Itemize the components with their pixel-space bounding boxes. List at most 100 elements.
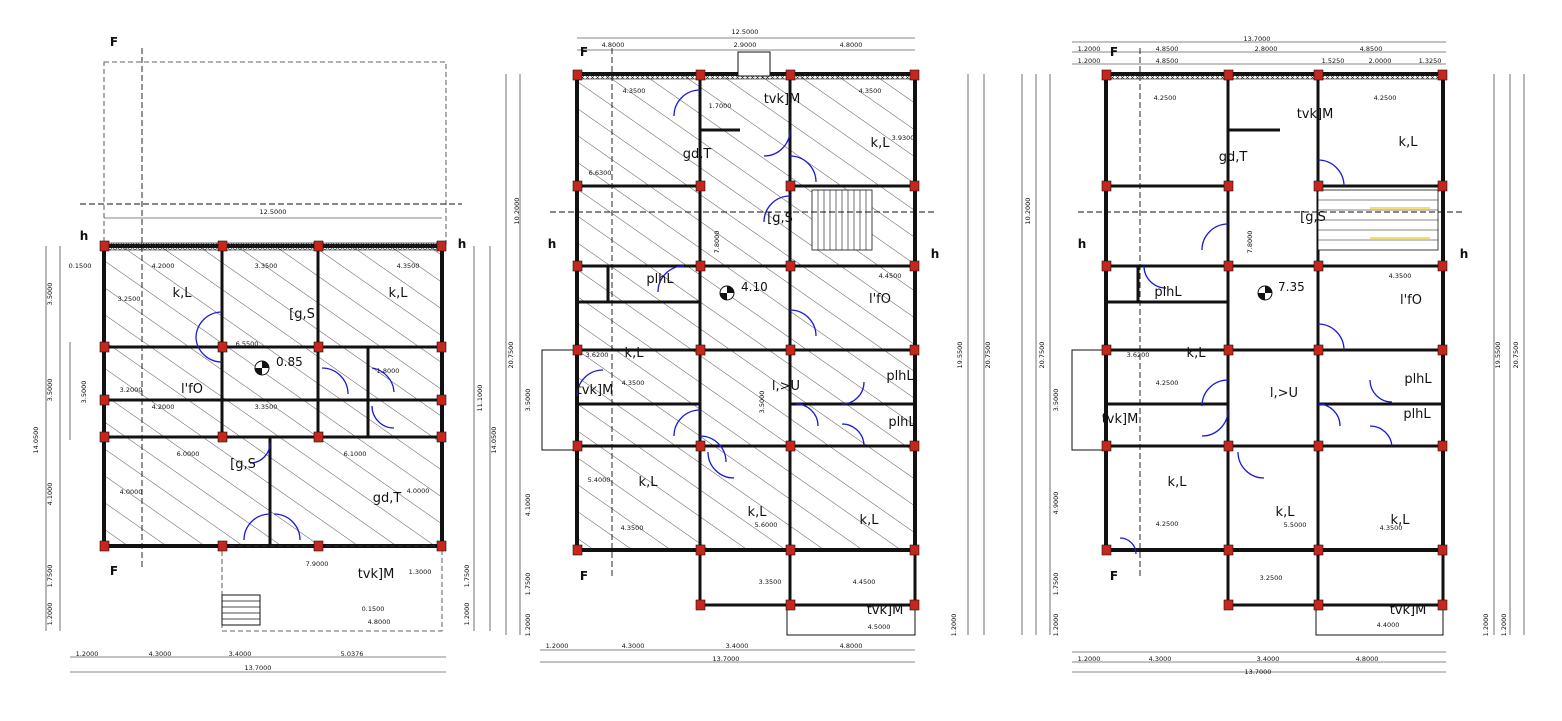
plan3-dimension-label: 4.3500 (1380, 524, 1403, 532)
plan2-dimension-label: 4.8000 (602, 41, 625, 49)
plan3-room-label: tvk]M (1297, 107, 1334, 122)
plan2-dimension-label: 3.3500 (759, 578, 782, 586)
plan3-dimension-label: 13.7000 (1244, 35, 1271, 43)
plan3-dimension-label: 4.2500 (1154, 94, 1177, 102)
plan2-room-label: plhL (646, 272, 674, 287)
plan1-dimension-label: 4.3000 (149, 650, 172, 658)
plan2-dimension-label: 12.5000 (732, 28, 759, 36)
plan1-dimension-label: 3.2500 (118, 295, 141, 303)
plan2-dimension-label: 4.3000 (622, 642, 645, 650)
plan1-room-label: k,L (389, 286, 409, 301)
plan2-level-label: 4.10 (741, 280, 768, 294)
plan3-dimension-label: 3.4000 (1257, 655, 1280, 663)
plan3-dimension-label: 5.5000 (1284, 521, 1307, 529)
plan3-room-label: k,L (1399, 135, 1419, 150)
plan3-section-label: h (1460, 247, 1469, 261)
plan3-dimension-label: 4.2500 (1156, 520, 1179, 528)
plan2-room-label: l'fO (869, 292, 891, 307)
plan2-dimension-label: 4.3500 (859, 87, 882, 95)
plan1-room-label: gd,T (373, 491, 402, 506)
plan2-room-label: plhL (888, 415, 916, 430)
plan3-dimension-label: 3.2500 (1260, 574, 1283, 582)
plan3-room-label: tvk]M (1102, 412, 1139, 427)
plan2-dimension-label: 1.7000 (709, 102, 732, 110)
plan1-dimension-label: 3.5000 (46, 283, 54, 306)
plan2-room-label: k,L (625, 346, 645, 361)
plan3-room-label: k,L (1276, 505, 1296, 520)
plan1-room-label: [g,S (289, 307, 315, 322)
plan1-dimension-label: 11.1000 (476, 385, 484, 412)
plan1-dimension-label: 0.1500 (362, 605, 385, 613)
plan3-section-label: F (1110, 45, 1118, 59)
plan1-dimension-label: 14.0500 (490, 427, 498, 454)
plan2-room-label: k,L (748, 505, 768, 520)
plan2-dimension-label: 4.1000 (524, 494, 532, 517)
plan1-room-label: tvk]M (358, 567, 395, 582)
plan1-room-label: l'fO (181, 382, 203, 397)
plan3-dimension-label: 4.8500 (1156, 57, 1179, 65)
plan2-room-label: k,L (871, 136, 891, 151)
plan3-dimension-label: 4.9000 (1052, 492, 1060, 515)
plan1-room-label: [g,S (230, 457, 256, 472)
plan3-level-label: 7.35 (1278, 280, 1305, 294)
plan3-dimension-label: 4.3000 (1149, 655, 1172, 663)
plan3-room-label: k,L (1168, 475, 1188, 490)
plan-1 (45, 48, 491, 673)
plan3-section-label: h (1078, 237, 1087, 251)
plan1-dimension-label: 1.8000 (377, 367, 400, 375)
plan3-dimension-label: 1.2000 (1482, 614, 1490, 637)
plan1-dimension-label: 6.0000 (177, 450, 200, 458)
plan2-room-label: plhL (886, 369, 914, 384)
plan1-dimension-label: 7.9000 (306, 560, 329, 568)
plan3-dimension-label: 2.0000 (1369, 57, 1392, 65)
plan3-dimension-label: 2.8000 (1255, 45, 1278, 53)
plan1-room-label: k,L (173, 286, 193, 301)
plan1-dimension-label: 1.2000 (46, 603, 54, 626)
plan2-dimension-label: 3.6200 (586, 351, 609, 359)
plan3-dimension-label: 1.7500 (1052, 573, 1060, 596)
plan2-room-label: l,>U (772, 379, 800, 394)
plan1-dimension-label: 4.2000 (152, 262, 175, 270)
plan2-room-label: tvk]M (764, 92, 801, 107)
plan3-room-label: plhL (1403, 407, 1431, 422)
plan2-room-label: gd,T (683, 147, 712, 162)
plan2-dimension-label: 4.8000 (840, 41, 863, 49)
plan3-dimension-label: 4.2500 (1374, 94, 1397, 102)
plan2-dimension-label: 4.3500 (623, 87, 646, 95)
plan3-dimension-label: 1.5250 (1322, 57, 1345, 65)
plan2-room-label: k,L (639, 475, 659, 490)
plan1-level-label: 0.85 (276, 355, 303, 369)
plan2-dimension-label: 10.2000 (513, 198, 521, 225)
plan-3 (1021, 41, 1525, 673)
plan2-dimension-label: 4.5000 (868, 623, 891, 631)
plan3-dimension-label: 1.2000 (1078, 57, 1101, 65)
plan1-dimension-label: 4.3500 (397, 262, 420, 270)
plan2-section-label: F (580, 569, 588, 583)
plan1-section-label: F (110, 35, 118, 49)
plan1-dimension-label: 4.8000 (368, 618, 391, 626)
plan1-dimension-label: 13.7000 (245, 664, 272, 672)
plan1-dimension-label: 14.0500 (32, 427, 40, 454)
plan3-dimension-label: 1.3250 (1419, 57, 1442, 65)
plan3-room-label: k,L (1391, 513, 1411, 528)
plan1-dimension-label: 3.2000 (120, 386, 143, 394)
plan2-dimension-label: 4.3500 (622, 379, 645, 387)
plan2-room-label: tvk]M (867, 603, 904, 618)
plan1-dimension-label: 4.2000 (152, 403, 175, 411)
plan1-dimension-label: 4.1000 (46, 483, 54, 506)
plan2-dimension-label: 4.4500 (853, 578, 876, 586)
plan2-dimension-label: 20.7500 (507, 342, 515, 369)
plan1-section-label: h (80, 229, 89, 243)
plan3-room-label: plhL (1404, 372, 1432, 387)
plan1-section-label: h (458, 237, 467, 251)
plan3-dimension-label: 1.2000 (1500, 614, 1508, 637)
plan2-dimension-label: 3.5000 (524, 389, 532, 412)
plan2-dimension-label: 3.5000 (758, 391, 766, 414)
plan2-dimension-label: 13.7000 (713, 655, 740, 663)
plan3-room-label: plhL (1154, 285, 1182, 300)
plan3-room-label: gd,T (1219, 150, 1248, 165)
plan2-dimension-label: 4.4500 (879, 272, 902, 280)
